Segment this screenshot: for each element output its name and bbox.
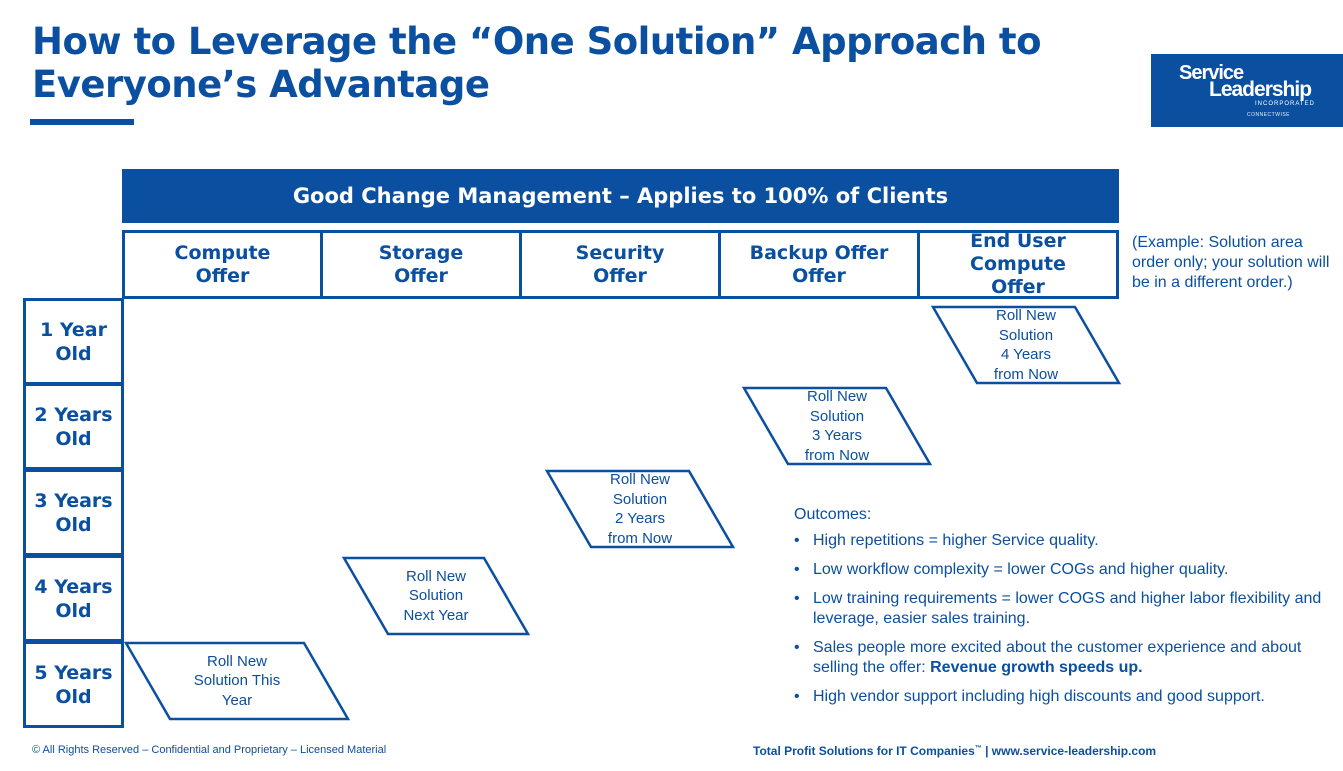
column-header-line: Offer [593, 264, 647, 287]
row-header-line: Old [55, 342, 92, 365]
outcomes-list: Outcomes: High repetitions = higher Serv… [794, 505, 1334, 716]
tagline-footer: Total Profit Solutions for IT Companies™… [753, 744, 1156, 758]
row-header-line: Old [55, 685, 92, 708]
change-management-banner: Good Change Management – Applies to 100%… [122, 169, 1119, 223]
rollout-label: Roll New Solution 2 Years from Now [607, 471, 673, 547]
outcome-item: Low workflow complexity = lower COGs and… [794, 560, 1334, 580]
logo-line-4: CONNECTWISE [1247, 112, 1290, 118]
row-header-line: 1 Year [40, 318, 107, 341]
column-header-line: Offer [195, 264, 250, 287]
parallelogram-outline [123, 641, 351, 721]
rollout-shape-next-year: Roll New Solution Next Year [341, 556, 531, 636]
rollout-shape-4-years: Roll New Solution 4 Years from Now [930, 305, 1122, 385]
outcome-item: Sales people more excited about the cust… [794, 638, 1334, 678]
rollout-shape-3-years: Roll New Solution 3 Years from Now [741, 386, 933, 466]
title-underline [30, 119, 134, 125]
copyright-footer: © All Rights Reserved – Confidential and… [32, 744, 387, 756]
column-header-line: Offer [991, 276, 1045, 298]
rollout-shape-this-year: Roll New Solution This Year [123, 641, 351, 721]
column-header-line: Compute [174, 241, 271, 264]
outcome-item-text: Sales people more excited about the cust… [813, 639, 1302, 676]
parallelogram-outline [341, 556, 531, 636]
row-header-line: 3 Years [34, 489, 113, 512]
website-text: | www.service-leadership.com [981, 744, 1157, 758]
logo-line-2: Leadership [1209, 78, 1312, 101]
page-title: How to Leverage the “One Solution” Appro… [32, 20, 1042, 106]
row-header-line: Old [55, 513, 92, 536]
column-header-line: Backup Offer [749, 241, 889, 264]
outcome-item: High vendor support including high disco… [794, 687, 1334, 707]
column-header-line: Offer [394, 264, 448, 287]
rollout-label: Roll New Solution 3 Years from Now [804, 388, 870, 464]
row-header-line: Old [55, 599, 92, 622]
outcomes-title: Outcomes: [794, 506, 872, 523]
row-header-line: 4 Years [34, 575, 113, 598]
tagline-text: Total Profit Solutions for IT Companies [753, 744, 975, 758]
service-leadership-logo: Service Leadership INCORPORATED CONNECTW… [1151, 54, 1343, 127]
column-header-line: Security [575, 241, 665, 264]
outcome-item-emphasis: Revenue growth speeds up. [930, 659, 1143, 676]
outcome-item: Low training requirements = lower COGS a… [794, 589, 1334, 629]
column-header-line: Offer [792, 264, 846, 287]
row-header-line: 5 Years [34, 661, 113, 684]
parallelogram-outline [544, 469, 736, 549]
row-header-line: 2 Years [34, 403, 113, 426]
rollout-label: Roll New Solution Next Year [403, 567, 469, 624]
rollout-shape-2-years: Roll New Solution 2 Years from Now [544, 469, 736, 549]
rollout-label: Roll New Solution 4 Years from Now [993, 307, 1059, 383]
column-header-line: Storage [378, 241, 464, 264]
row-header-line: Old [55, 427, 92, 450]
parallelogram-outline [930, 305, 1122, 385]
parallelogram-outline [741, 386, 933, 466]
rollout-label: Roll New Solution This Year [193, 652, 281, 709]
outcome-item: High repetitions = higher Service qualit… [794, 531, 1334, 551]
order-example-note: (Example: Solution area order only; your… [1132, 234, 1330, 291]
column-header-line: End User Compute [970, 230, 1066, 275]
logo-line-3: INCORPORATED [1255, 101, 1315, 107]
logo-line-1: Service [1179, 62, 1244, 84]
trademark-symbol: ™ [974, 745, 982, 752]
